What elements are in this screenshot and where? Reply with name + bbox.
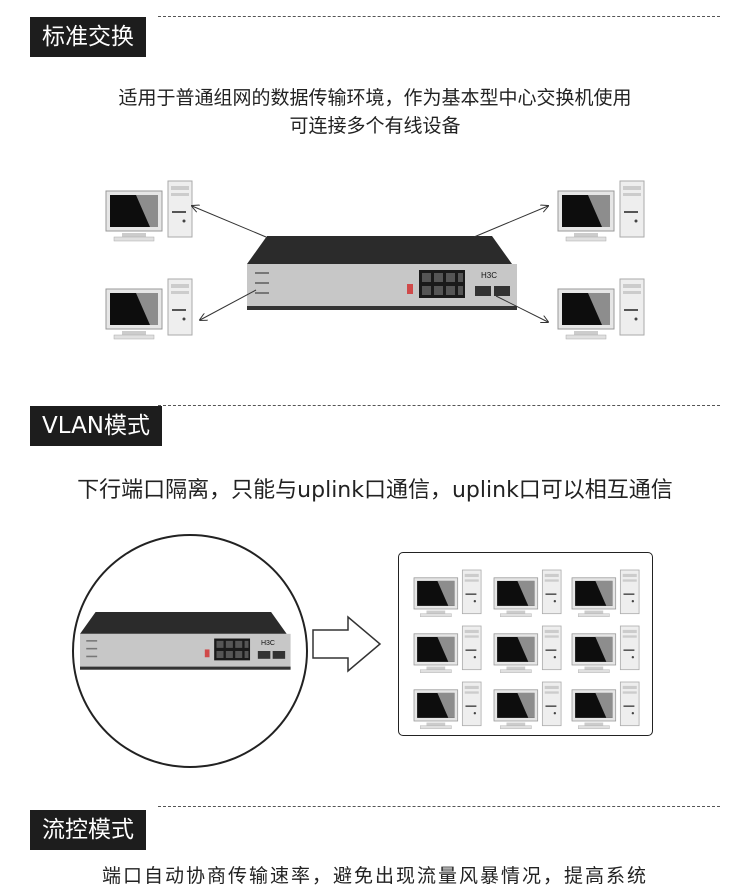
computer-icon — [413, 681, 482, 730]
computer-icon — [571, 625, 640, 674]
computer-icon — [493, 625, 562, 674]
computer-grid-box — [398, 552, 653, 736]
section-tag-standard: 标准交换 — [30, 17, 146, 57]
switch-image: H3C — [80, 612, 291, 670]
section-title: VLAN模式 — [42, 413, 151, 439]
computer-icon — [493, 681, 562, 730]
computer-icon — [105, 180, 193, 242]
computer-icon — [557, 180, 645, 242]
computer-icon — [557, 278, 645, 340]
computer-icon — [493, 569, 562, 618]
computer-icon — [571, 569, 640, 618]
brand-logo: H3C — [481, 271, 497, 280]
divider — [158, 806, 720, 807]
section-description: 端口自动协商传输速率，避免出现流量风暴情况，提高系统 — [101, 865, 648, 887]
network-diagram: H3C — [105, 180, 645, 340]
computer-icon — [105, 278, 193, 340]
arrow-right-icon — [312, 615, 382, 673]
brand-logo: H3C — [261, 640, 275, 647]
switch-circle — [72, 534, 308, 768]
description-line: 适用于普通组网的数据传输环境，作为基本型中心交换机使用 — [118, 87, 632, 109]
section-title: 标准交换 — [42, 24, 134, 50]
section-description: 下行端口隔离，只能与uplink口通信，uplink口可以相互通信 — [77, 478, 673, 503]
section-description: 适用于普通组网的数据传输环境，作为基本型中心交换机使用 可连接多个有线设备 — [0, 84, 750, 140]
section-tag-vlan: VLAN模式 — [30, 406, 163, 446]
description-line: 可连接多个有线设备 — [289, 115, 461, 137]
divider — [158, 16, 720, 17]
switch-image: H3C — [247, 236, 517, 310]
section-title: 流控模式 — [42, 817, 134, 843]
computer-grid — [413, 569, 640, 730]
computer-icon — [413, 625, 482, 674]
section-tag-flow: 流控模式 — [30, 810, 146, 850]
computer-icon — [571, 681, 640, 730]
divider — [158, 405, 720, 406]
computer-icon — [413, 569, 482, 618]
